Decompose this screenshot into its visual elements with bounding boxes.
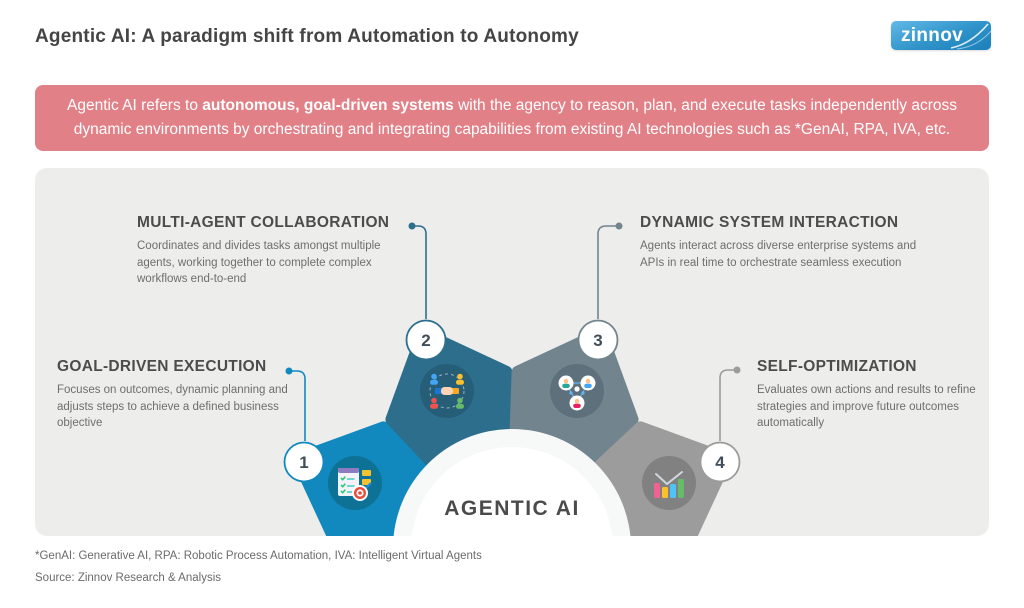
number-badge-2	[405, 319, 447, 361]
bar-chart-trend-icon	[642, 456, 696, 510]
center-circle	[411, 447, 613, 536]
page-title: Agentic AI: A paradigm shift from Automa…	[35, 26, 579, 47]
segment-goal-driven-execution-label: GOAL-DRIVEN EXECUTION Focuses on outcome…	[57, 358, 302, 432]
connector-dot-4	[733, 366, 741, 374]
number-badge-3	[577, 319, 619, 361]
connector-line-3	[597, 225, 619, 319]
connector-line-4	[719, 369, 737, 441]
checklist-target-icon	[328, 456, 382, 510]
connector-line-1	[289, 370, 306, 441]
number-badge-1	[283, 441, 325, 483]
segment-multi-agent-collaboration-label: MULTI-AGENT COLLABORATION Coordinates an…	[137, 214, 399, 288]
number-4: 4	[715, 453, 725, 472]
connector-dot-2	[408, 222, 416, 230]
logo-swoosh-icon	[950, 23, 991, 50]
definition-text: Agentic AI refers to autonomous, goal-dr…	[67, 96, 957, 138]
segment-title: MULTI-AGENT COLLABORATION	[137, 214, 390, 231]
segment-self-optimization-label: SELF-OPTIMIZATION Evaluates own actions …	[757, 358, 1002, 432]
abbreviations-footnote: *GenAI: Generative AI, RPA: Robotic Proc…	[35, 550, 482, 562]
handshake-network-icon	[420, 364, 474, 418]
center-label: AGENTIC AI	[444, 497, 580, 520]
number-3: 3	[593, 331, 602, 350]
segment-description: Focuses on outcomes, dynamic planning an…	[57, 384, 288, 430]
source-footnote: Source: Zinnov Research & Analysis	[35, 572, 222, 584]
logo-text: zinnov	[901, 24, 963, 46]
connector-line-2	[412, 225, 427, 319]
connector-dot-3	[615, 222, 623, 230]
zinnov-logo: zinnov	[891, 21, 991, 50]
connector-dot-1	[285, 367, 293, 375]
number-badge-4	[699, 441, 741, 483]
definition-banner: Agentic AI refers to autonomous, goal-dr…	[35, 85, 989, 151]
segment-title: GOAL-DRIVEN EXECUTION	[57, 358, 267, 375]
segment-description: Evaluates own actions and results to ref…	[757, 384, 976, 430]
user-network-icon	[550, 364, 604, 418]
segment-title: SELF-OPTIMIZATION	[757, 358, 917, 375]
agent-avatars	[430, 373, 464, 409]
segment-description: Agents interact across diverse enterpris…	[640, 240, 917, 269]
segment-title: DYNAMIC SYSTEM INTERACTION	[640, 214, 899, 231]
segment-description: Coordinates and divides tasks amongst mu…	[137, 240, 381, 286]
number-2: 2	[421, 331, 430, 350]
segment-dynamic-system-interaction-label: DYNAMIC SYSTEM INTERACTION Agents intera…	[640, 214, 940, 271]
number-1: 1	[299, 453, 308, 472]
